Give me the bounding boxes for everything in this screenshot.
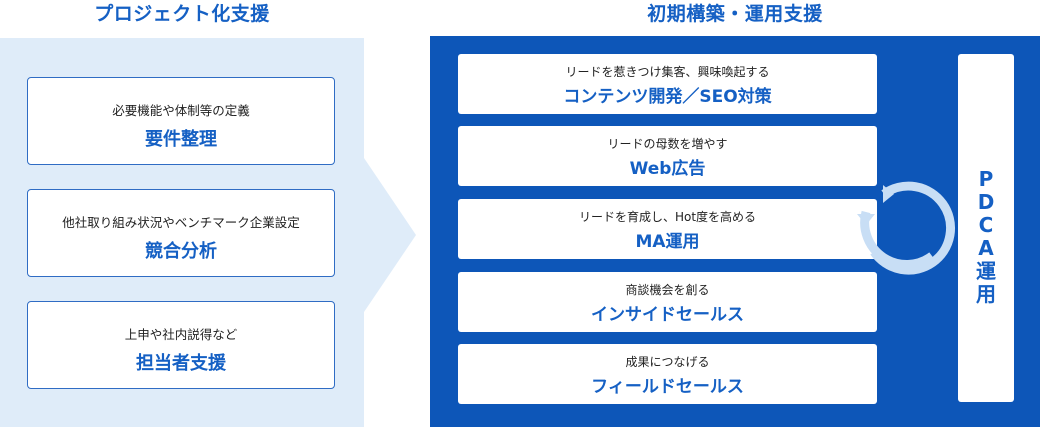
right-section-title: 初期構築・運用支援 [647, 3, 823, 25]
card-web-ads-subtitle: リードの母数を増やす [607, 137, 728, 151]
card-requirements: 必要機能や体制等の定義 要件整理 [27, 77, 335, 165]
card-web-ads-title: Web広告 [629, 159, 706, 179]
card-requirements-subtitle: 必要機能や体制等の定義 [112, 103, 250, 118]
flow-arrow [364, 158, 416, 312]
card-field-sales-subtitle: 成果につなげる [625, 355, 710, 369]
card-ma-operation: リードを育成し、Hot度を高める MA運用 [458, 199, 877, 259]
card-competitor-analysis-subtitle: 他社取り組み状況やベンチマーク企業設定 [62, 215, 300, 230]
card-inside-sales-subtitle: 商談機会を創る [625, 283, 710, 297]
card-web-ads: リードの母数を増やす Web広告 [458, 126, 877, 186]
card-staff-support-subtitle: 上申や社内説得など [124, 327, 238, 342]
pdca-operation-label: P D C A 運 用 [976, 167, 996, 306]
initial-build-panel: リードを惹きつけ集客、興味喚起する コンテンツ開発／SEO対策 リードの母数を増… [430, 36, 1040, 427]
pdca-cycle-icon [857, 181, 956, 275]
card-staff-support: 上申や社内説得など 担当者支援 [27, 301, 335, 389]
card-ma-operation-title: MA運用 [635, 232, 700, 252]
card-content-seo: リードを惹きつけ集客、興味喚起する コンテンツ開発／SEO対策 [458, 54, 877, 114]
card-inside-sales: 商談機会を創る インサイドセールス [458, 272, 877, 332]
project-support-panel: 必要機能や体制等の定義 要件整理 他社取り組み状況やベンチマーク企業設定 競合分… [0, 38, 364, 427]
card-content-seo-subtitle: リードを惹きつけ集客、興味喚起する [565, 65, 770, 79]
pdca-operation-box: P D C A 運 用 [958, 54, 1014, 402]
card-ma-operation-subtitle: リードを育成し、Hot度を高める [578, 210, 757, 224]
card-competitor-analysis-title: 競合分析 [145, 241, 217, 262]
left-section-title: プロジェクト化支援 [94, 3, 270, 25]
card-content-seo-title: コンテンツ開発／SEO対策 [563, 87, 772, 107]
card-requirements-title: 要件整理 [145, 129, 217, 150]
card-competitor-analysis: 他社取り組み状況やベンチマーク企業設定 競合分析 [27, 189, 335, 277]
card-field-sales: 成果につなげる フィールドセールス [458, 344, 877, 404]
card-staff-support-title: 担当者支援 [136, 353, 226, 374]
card-inside-sales-title: インサイドセールス [591, 305, 744, 325]
card-field-sales-title: フィールドセールス [591, 377, 744, 397]
